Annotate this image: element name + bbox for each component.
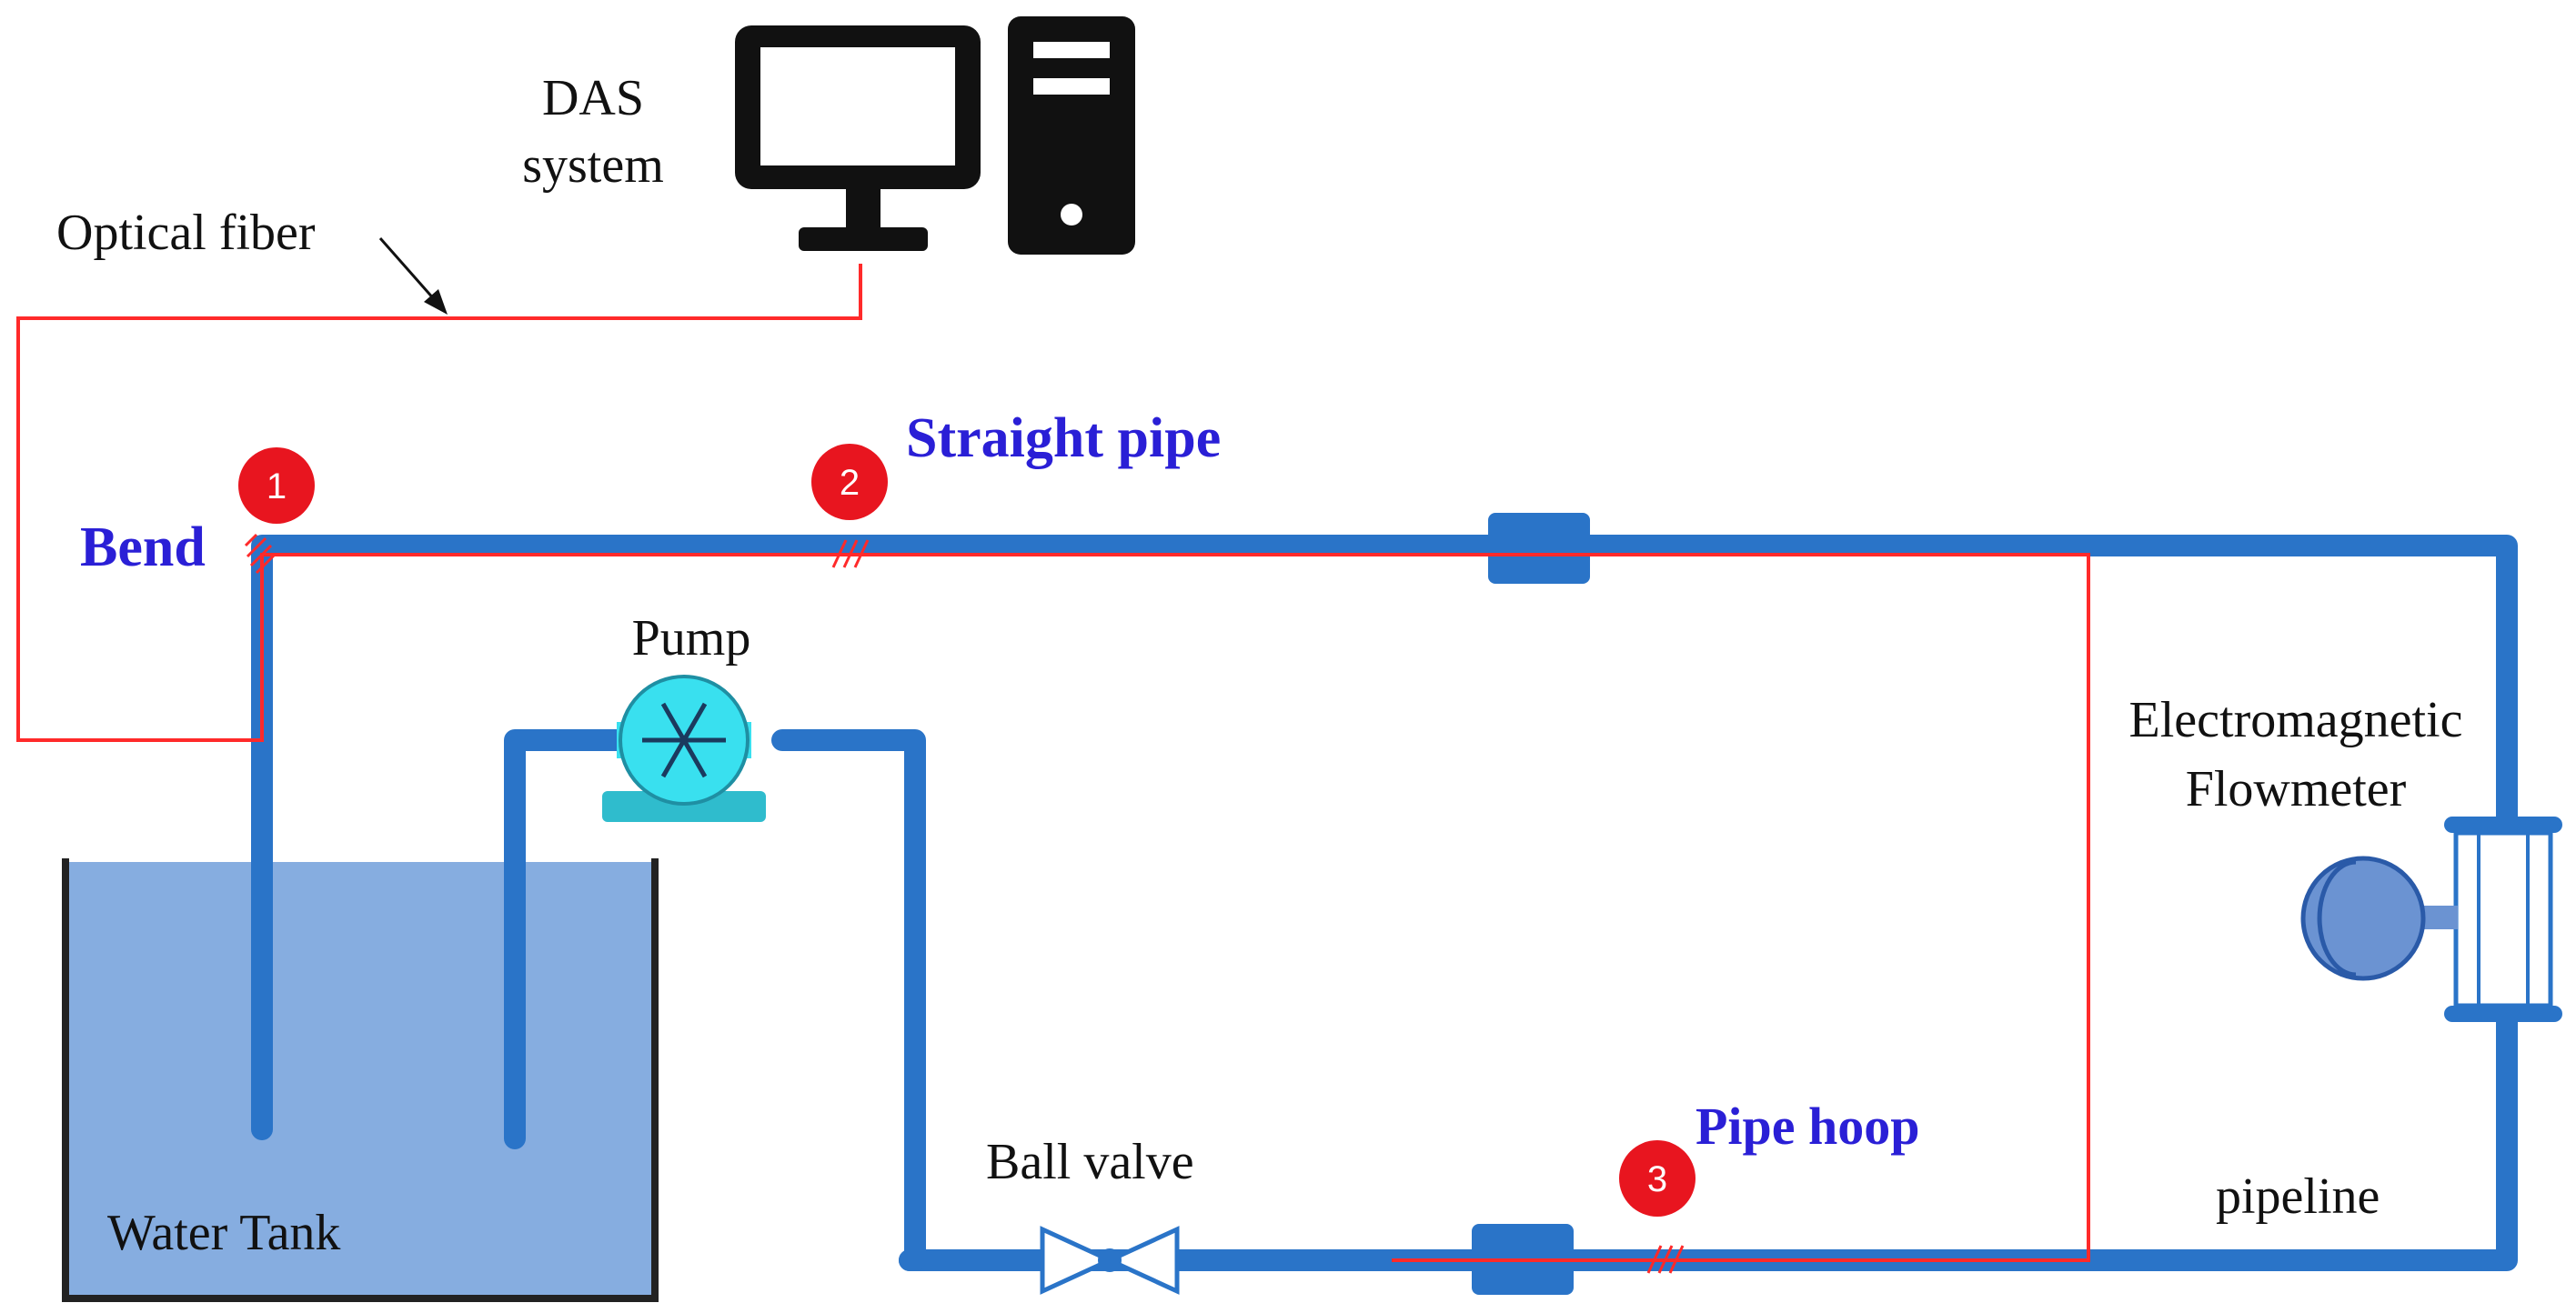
ball-valve-icon [1040,1226,1180,1295]
tank-water [65,862,655,1297]
marker-1: 1 [238,447,315,524]
computer-monitor-icon [735,25,981,251]
pipeline-label: pipeline [2216,1168,2380,1225]
flowmeter-label-line-1: Electromagnetic [2129,692,2463,748]
flowmeter-icon [2300,817,2562,1022]
marker-2-number: 2 [840,463,860,503]
marker-3-number: 3 [1647,1159,1667,1199]
fiber-hatch-bend [244,533,277,575]
flowmeter-label-line-2: Flowmeter [2186,761,2407,817]
straight-pipe-label: Straight pipe [906,407,1221,469]
das-label-line-2: system [522,137,664,194]
fiber-line [16,264,2090,1262]
tank-walls [62,858,659,1302]
pipe-coupling-icon [1488,513,1590,584]
bend-label: Bend [80,516,206,578]
pump-suction-pipe [504,729,639,1149]
optical-fiber-arrow [378,237,448,315]
computer-tower-icon [1008,16,1135,255]
marker-2: 2 [811,444,888,520]
water-tank [62,858,659,1302]
fiber-hatch-straight [831,539,870,568]
optical-fiber-label: Optical fiber [56,205,316,261]
pump-discharge-pipe [771,729,926,1271]
marker-1-number: 1 [267,466,287,506]
das-computer [735,16,1135,255]
marker-3: 3 [1619,1140,1696,1217]
pump-label: Pump [632,610,751,667]
fiber-hatch-hoop [1646,1245,1685,1274]
water-tank-label: Water Tank [107,1205,340,1261]
pump-icon [602,675,766,822]
pipe-hoop-label: Pipe hoop [1696,1097,1920,1156]
das-label-line-1: DAS [542,70,644,126]
ball-valve-label: Ball valve [986,1134,1194,1190]
optical-fiber [16,264,2090,1274]
